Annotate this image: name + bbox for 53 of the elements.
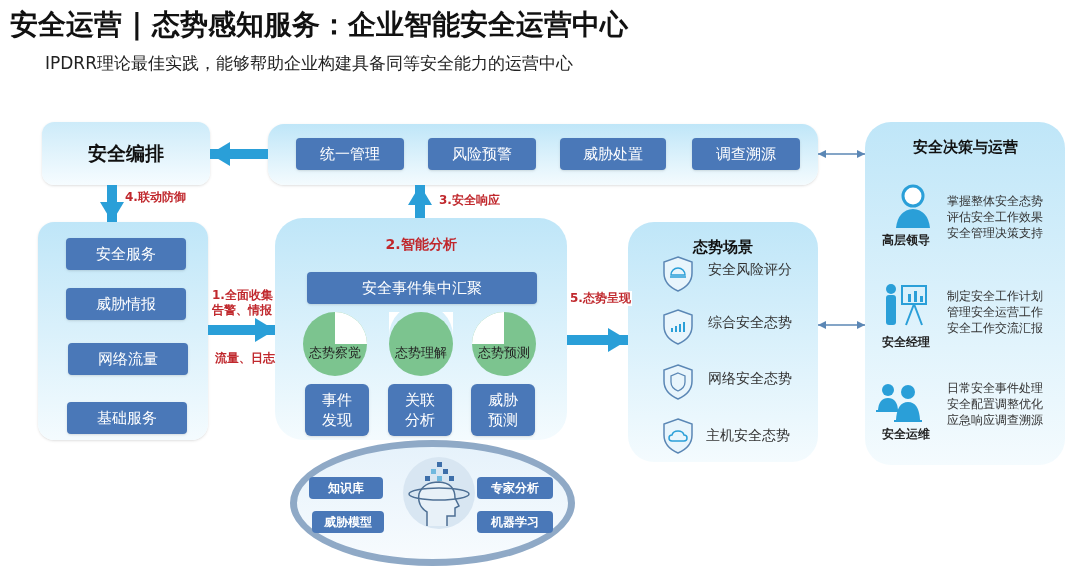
block-arrow (567, 328, 628, 352)
block-arrow (210, 142, 268, 166)
process-box: 关联分析 (388, 384, 452, 436)
edge-label: 1.全面收集告警、情报 (211, 288, 275, 318)
panel-background (268, 124, 818, 185)
process-box: 威胁处置 (560, 138, 666, 170)
process-box: 统一管理 (296, 138, 404, 170)
process-box: 威胁模型 (312, 511, 384, 533)
scenario-label: 综合安全态势 (708, 314, 792, 330)
process-box: 威胁预测 (471, 384, 535, 436)
title: 安全运营 | 态势感知服务：企业智能安全运营中心 (10, 7, 628, 43)
double-arrow (817, 321, 866, 329)
annotation-text: 流量、日志 (215, 350, 275, 366)
duty-text: 制定安全工作计划 (947, 288, 1043, 304)
process-box: 专家分析 (477, 477, 553, 499)
process-box: 基础服务 (67, 402, 187, 434)
scenario-label: 网络安全态势 (708, 370, 792, 386)
duty-text: 评估安全工作效果 (947, 209, 1043, 225)
block-arrow (408, 185, 432, 218)
process-box: 机器学习 (477, 511, 553, 533)
process-box: 安全服务 (66, 238, 186, 270)
process-box: 威胁情报 (66, 288, 186, 320)
scenario-label: 安全风险评分 (708, 261, 792, 277)
process-box: 风险预警 (428, 138, 536, 170)
process-box: 调查溯源 (692, 138, 800, 170)
pie-circle: 态势预测 (472, 312, 536, 376)
duty-text: 安全工作交流汇报 (947, 320, 1043, 336)
role-label: 高层领导 (882, 232, 930, 248)
panel: 2.智能分析 安全事件集中汇聚 态势察觉 态势理解 态势预测 事件发现 关联分析 威胁预测 (275, 218, 567, 440)
edge-label: 3.安全响应 (438, 193, 501, 208)
duty-text: 应急响应调查溯源 (947, 412, 1043, 428)
duty-text: 管理安全运营工作 (947, 304, 1043, 320)
block-arrow (100, 185, 124, 222)
role-label: 安全经理 (882, 334, 930, 350)
role-label: 安全运维 (882, 426, 930, 442)
duty-text: 安全配置调整优化 (947, 396, 1043, 412)
edge-label: 5.态势呈现 (569, 291, 632, 306)
process-box: 安全事件集中汇聚 (307, 272, 537, 304)
duty-text: 掌握整体安全态势 (947, 193, 1043, 209)
panel-background (38, 222, 208, 440)
duty-text: 日常安全事件处理 (947, 380, 1043, 396)
panel: 安全编排 (42, 122, 210, 185)
block-arrow (208, 318, 275, 342)
process-box: 事件发现 (305, 384, 369, 436)
subtitle: IPDRR理论最佳实践，能够帮助企业构建具备同等安全能力的运营中心 (45, 55, 573, 71)
double-arrow (817, 150, 866, 158)
process-box: 知识库 (309, 477, 383, 499)
scenario-label: 主机安全态势 (706, 427, 790, 443)
edge-label: 4.联动防御 (124, 190, 187, 205)
pie-circle: 态势理解 (389, 312, 453, 376)
pie-circle: 态势察觉 (303, 312, 367, 376)
duty-text: 安全管理决策支持 (947, 225, 1043, 241)
process-box: 网络流量 (68, 343, 188, 375)
